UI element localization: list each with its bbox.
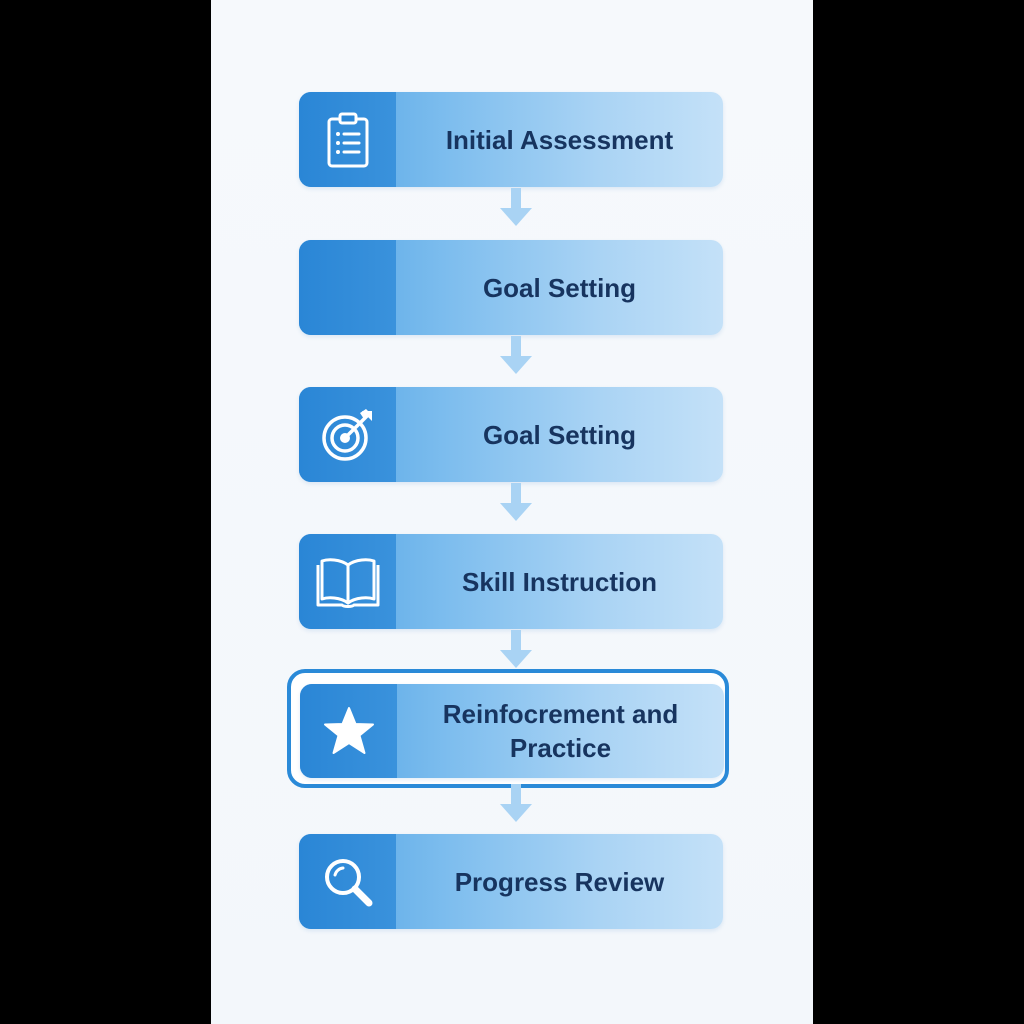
step-label: Initial Assessment [445,124,674,155]
clipboard-icon [299,92,396,187]
step-label: Progress Review [454,866,665,897]
step-box-goal-setting-2: Goal Setting [299,387,723,482]
step-label: Reinfocrement and Practice [442,699,679,763]
step-box-reinforcement-practice: Reinfocrement and Practice [300,684,724,778]
step-box-initial-assessment: Initial Assessment [299,92,723,187]
magnifier-icon [299,834,396,929]
step-label: Goal Setting [482,272,637,303]
target-icon [299,387,396,482]
empty-icon-cell [299,240,396,335]
star-icon [300,684,397,778]
down-arrow-icon [500,336,532,374]
down-arrow-icon [500,483,532,521]
step-box-goal-setting: Goal Setting [299,240,723,335]
step-box-progress-review: Progress Review [299,834,723,929]
down-arrow-icon [500,784,532,822]
step-label: Goal Setting [482,419,637,450]
down-arrow-icon [500,188,532,226]
step-box-skill-instruction: Skill Instruction [299,534,723,629]
open-book-icon [299,534,396,629]
down-arrow-icon [500,630,532,668]
step-label: Skill Instruction [461,566,658,597]
